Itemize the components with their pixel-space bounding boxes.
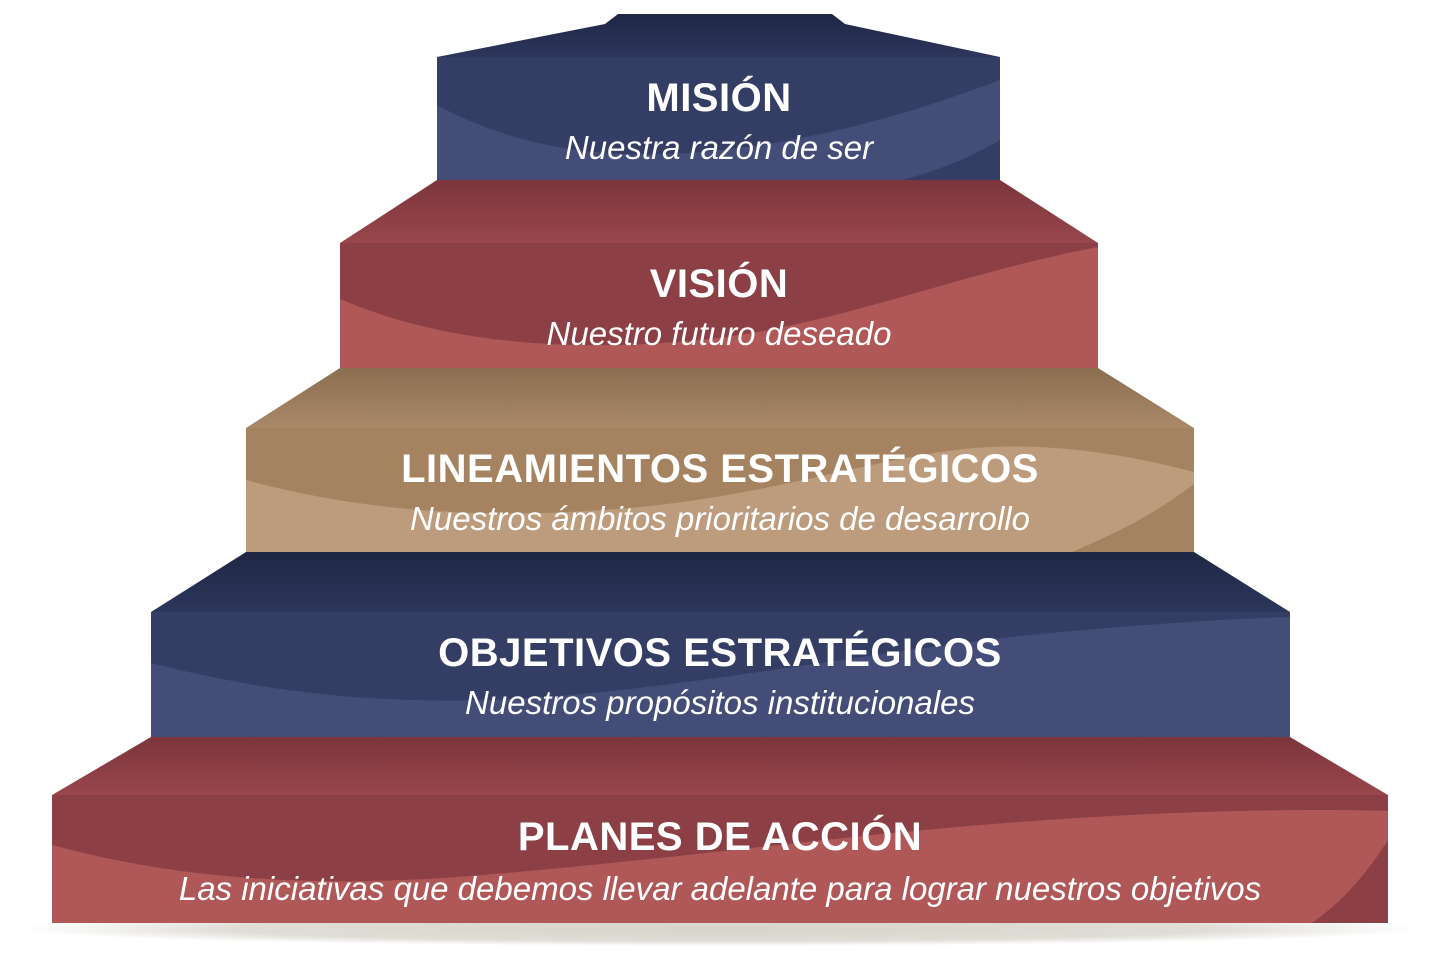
level-top-face [151, 552, 1290, 612]
level-front-wave [246, 446, 1194, 552]
level-subtitle: Nuestros propósitos institucionales [465, 684, 975, 721]
level-front-wave [151, 617, 1290, 737]
level-top-face [437, 14, 1000, 57]
level-title: LINEAMIENTOS ESTRATÉGICOS [401, 446, 1039, 491]
level-title: PLANES DE ACCIÓN [518, 813, 922, 859]
level-front-wave-corner [1312, 840, 1388, 923]
pyramid-level-objetivos-estrategicos: OBJETIVOS ESTRATÉGICOS Nuestros propósit… [151, 552, 1290, 737]
level-subtitle: Nuestro futuro deseado [547, 315, 892, 352]
pyramid-level-lineamientos-estrategicos: LINEAMIENTOS ESTRATÉGICOS Nuestros ámbit… [246, 368, 1194, 552]
level-front-wave-corner [1072, 484, 1194, 552]
level-subtitle: Nuestra razón de ser [565, 129, 875, 166]
level-top-face [340, 180, 1098, 243]
level-title: MISIÓN [646, 74, 791, 120]
level-front-wave-corner [902, 140, 1000, 180]
pyramid-level-planes-de-accion: PLANES DE ACCIÓN Las iniciativas que deb… [52, 737, 1388, 923]
pyramid-level-mision: MISIÓN Nuestra razón de ser [437, 14, 1000, 180]
level-front-wave [340, 247, 1098, 368]
level-title: VISIÓN [650, 260, 789, 306]
level-top-face [246, 368, 1194, 428]
level-subtitle: Nuestros ámbitos prioritarios de desarro… [410, 500, 1030, 537]
level-title: OBJETIVOS ESTRATÉGICOS [438, 630, 1002, 675]
pyramid-level-vision: VISIÓN Nuestro futuro deseado [340, 180, 1098, 368]
level-top-face [52, 737, 1388, 795]
level-front-wave [437, 80, 1000, 180]
level-front-wave [52, 810, 1388, 923]
level-subtitle: Las iniciativas que debemos llevar adela… [179, 870, 1261, 907]
